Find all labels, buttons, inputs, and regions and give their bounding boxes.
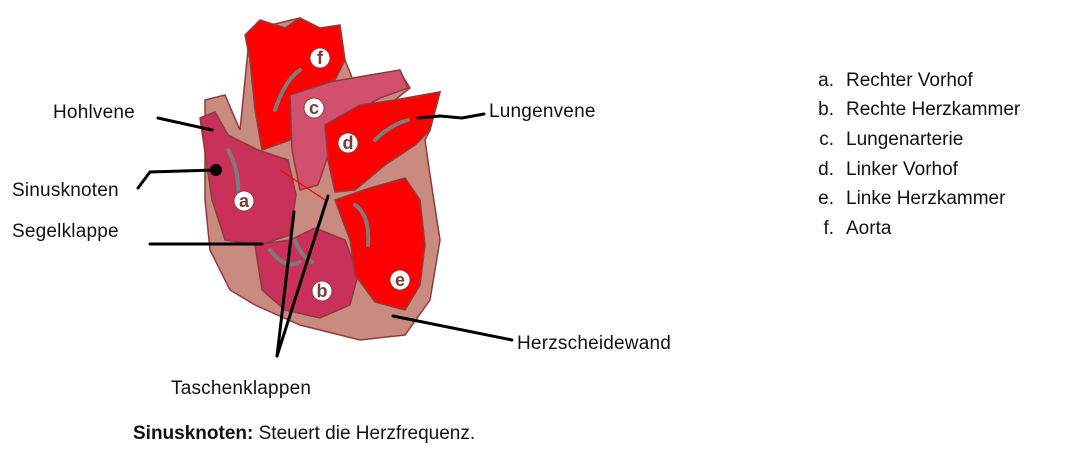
sinusknoten-dot	[210, 164, 222, 176]
legend-text: Rechte Herzkammer	[846, 99, 1021, 121]
legend-key: b.	[818, 99, 834, 121]
legend-key: c.	[819, 128, 834, 150]
letter-d: d	[343, 133, 354, 153]
legend-item: e. Linke Herzkammer	[800, 184, 1020, 214]
label-sinusknoten: Sinusknoten	[12, 180, 119, 201]
letter-c: c	[309, 98, 319, 118]
marker-d: d	[337, 132, 359, 154]
region-markers: f c d a b e	[233, 47, 411, 302]
septum-line	[279, 169, 326, 201]
legend-item: f. Aorta	[800, 214, 1020, 244]
valve-detail	[226, 68, 410, 267]
legend-key: f.	[823, 217, 834, 239]
herzscheidewand-leader	[391, 314, 514, 342]
legend-item: c. Lungenarterie	[800, 125, 1020, 155]
label-taschenklappen: Taschenklappen	[171, 378, 312, 399]
letter-e: e	[395, 270, 405, 290]
legend-key: e.	[818, 188, 834, 210]
letter-a: a	[239, 191, 250, 211]
caption-term: Sinusknoten:	[133, 423, 254, 444]
legend-item: b. Rechte Herzkammer	[800, 96, 1020, 126]
letter-b: b	[317, 281, 328, 301]
label-hohlvene: Hohlvene	[53, 102, 135, 123]
legend-text: Linke Herzkammer	[846, 188, 1006, 210]
caption: Sinusknoten: Steuert die Herzfrequenz.	[133, 423, 475, 445]
marker-f: f	[309, 47, 331, 69]
legend-key: a.	[818, 69, 834, 91]
legend-item: a. Rechter Vorhof	[800, 66, 1020, 96]
legend-text: Lungenarterie	[846, 128, 964, 150]
label-segelklappe: Segelklappe	[12, 221, 119, 242]
caption-text: Steuert die Herzfrequenz.	[253, 423, 476, 444]
hohlvene-leader	[156, 116, 214, 132]
taschenklappe-leader-2	[275, 194, 330, 358]
legend-text: Linker Vorhof	[846, 158, 958, 180]
label-lungenvene: Lungenvene	[489, 101, 596, 122]
right-atrium-region	[199, 111, 297, 246]
marker-e: e	[389, 269, 411, 291]
letter-f: f	[317, 48, 324, 68]
legend-text: Rechter Vorhof	[846, 69, 973, 91]
marker-c: c	[303, 97, 325, 119]
legend-item: d. Linker Vorhof	[800, 155, 1020, 185]
right-ventricle-region	[254, 227, 359, 319]
marker-a: a	[233, 190, 255, 212]
legend-text: Aorta	[846, 217, 892, 239]
legend-key: d.	[818, 158, 834, 180]
leader-lines	[136, 112, 514, 358]
sinusknoten-leader	[136, 168, 217, 190]
legend-list: a. Rechter Vorhof b. Rechte Herzkammer c. L…	[800, 66, 1020, 244]
left-atrium-region	[324, 91, 442, 193]
marker-b: b	[311, 280, 333, 302]
taschenklappe-leader-1	[275, 210, 296, 358]
label-herzscheidewand: Herzscheidewand	[517, 333, 672, 354]
lungenvene-leader	[416, 112, 486, 120]
